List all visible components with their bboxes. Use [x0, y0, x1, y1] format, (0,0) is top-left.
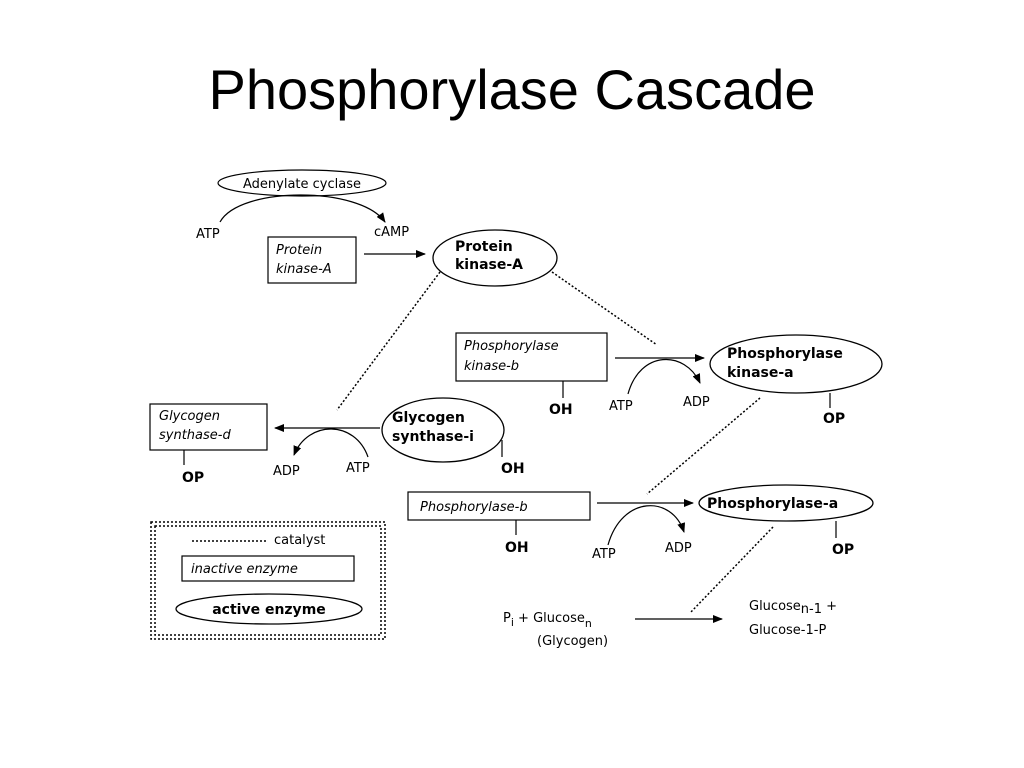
- protein-kinase-active-line1: Protein: [455, 239, 513, 255]
- slide-title: Phosphorylase Cascade: [208, 58, 816, 121]
- phosphorylase-inactive-box: [407, 491, 591, 521]
- atp-adp-curve-3: [293, 428, 369, 458]
- glycogen-synthase-inactive-line1: Glycogen: [159, 409, 220, 424]
- adenylate-cyclase-oval: [217, 169, 387, 197]
- reaction-glycogen-note: (Glycogen): [537, 634, 608, 649]
- catalyst-line-pka-to-phos-kinase: [551, 271, 658, 346]
- phos-kinase-inactive-oh: OH: [549, 402, 573, 418]
- legend-frame-inner: [154, 525, 382, 636]
- adenylate-cyclase-label: Adenylate cyclase: [243, 177, 361, 192]
- glycogen-synthase-active-line1: Glycogen: [392, 410, 465, 426]
- phosphorylase-inactive-oh: OH: [505, 540, 529, 556]
- phos-kinase-active-line1: Phosphorylase: [727, 346, 843, 362]
- glycogen-synthase-inactive-line2: synthase-d: [159, 428, 231, 443]
- protein-kinase-active-oval: [432, 229, 558, 287]
- glycogen-synthase-active-line2: synthase-i: [392, 429, 474, 445]
- reaction-reactants: Pi + Glucosen: [503, 611, 592, 630]
- atp-to-camp-arrow: [219, 194, 386, 223]
- catalyst-line-pka-to-synthase: [336, 271, 441, 411]
- phos-kinase-inactive-line2: kinase-b: [464, 359, 519, 374]
- catalyst-line-phos-kinase-to-phosphorylase: [646, 397, 761, 495]
- atp-label-1: ATP: [196, 227, 220, 242]
- phos-kinase-inactive-box: [455, 332, 608, 382]
- phosphorylase-active-label: Phosphorylase-a: [707, 496, 838, 512]
- phos-kinase-active-line2: kinase-a: [727, 365, 794, 381]
- atp-label-2: ATP: [609, 399, 633, 414]
- reaction-products-line2: Glucose-1-P: [749, 623, 826, 638]
- adp-label-3: ADP: [273, 464, 300, 479]
- legend-inactive-label: inactive enzyme: [191, 562, 298, 577]
- atp-label-4: ATP: [592, 547, 616, 562]
- atp-label-3: ATP: [346, 461, 370, 476]
- protein-kinase-active-line2: kinase-A: [455, 257, 523, 273]
- reaction-products-line1: Glucosen-1 +: [749, 599, 837, 617]
- glycogen-synthase-inactive-op: OP: [182, 470, 204, 486]
- glycogen-synthase-active-oval: [381, 397, 505, 463]
- legend-active-label: active enzyme: [212, 602, 326, 618]
- legend-active-oval: [175, 593, 363, 625]
- legend-inactive-box: [181, 555, 355, 582]
- phos-kinase-active-op: OP: [823, 411, 845, 427]
- legend-catalyst-label: catalyst: [274, 533, 325, 548]
- camp-label: cAMP: [374, 225, 409, 240]
- protein-kinase-inactive-line2: kinase-A: [276, 262, 332, 277]
- phosphorylase-inactive-label: Phosphorylase-b: [420, 500, 528, 515]
- phosphorylase-active-oval: [698, 484, 874, 522]
- protein-kinase-inactive-box: [267, 236, 357, 284]
- phos-kinase-inactive-line1: Phosphorylase: [464, 339, 559, 354]
- phosphorylase-active-op: OP: [832, 542, 854, 558]
- glycogen-synthase-active-oh: OH: [501, 461, 525, 477]
- adp-label-2: ADP: [683, 395, 710, 410]
- protein-kinase-inactive-line1: Protein: [276, 243, 322, 258]
- glycogen-synthase-inactive-box: [149, 403, 268, 451]
- legend-frame-outer: [150, 521, 386, 640]
- adp-label-4: ADP: [665, 541, 692, 556]
- legend: catalyst inactive enzyme active enzyme: [150, 521, 386, 640]
- phos-kinase-active-oval: [709, 334, 883, 394]
- atp-adp-curve-2: [627, 359, 701, 395]
- atp-adp-curve-4: [607, 505, 686, 546]
